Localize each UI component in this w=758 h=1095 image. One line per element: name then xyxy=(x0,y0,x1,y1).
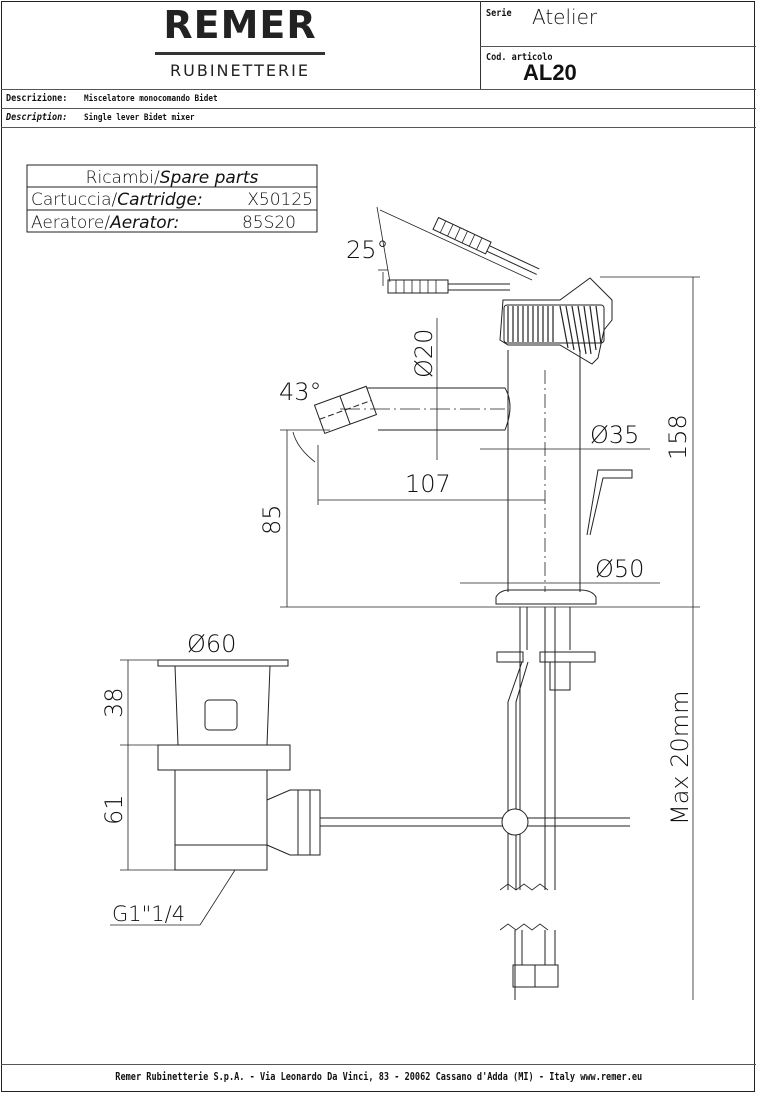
body-diameter-label: Ø35 xyxy=(590,421,639,449)
remer-logo: REMER RUBINETTERIE xyxy=(150,6,330,80)
spout-angle-label: 43° xyxy=(279,378,322,406)
description-it-row: Descrizione: Miscelatore monocomando Bide… xyxy=(6,93,241,104)
waste-drain xyxy=(157,659,321,871)
description-it-label: Descrizione: xyxy=(6,93,68,104)
description-it-value: Miscelatore monocomando Bidet xyxy=(84,94,218,104)
waste-top-label: 38 xyxy=(100,687,128,718)
logo-divider xyxy=(155,52,325,55)
code-value: AL20 xyxy=(523,60,577,85)
description-en-label: Description: xyxy=(6,112,68,123)
base-diameter-label: Ø50 xyxy=(595,555,644,583)
description-en-row: Description: Single lever Bidet mixer xyxy=(6,112,214,123)
waste-thread-label: G1"1/4 xyxy=(112,902,185,926)
header-row-divider xyxy=(480,46,756,47)
divider xyxy=(1,89,756,90)
spout-height-label: 85 xyxy=(258,504,286,535)
spout-reach-label: 107 xyxy=(405,470,451,498)
logo-subtitle: RUBINETTERIE xyxy=(170,61,310,80)
spare-parts-title-en: Spare parts xyxy=(160,168,259,188)
aerator-code: 85S20 xyxy=(242,213,296,233)
footer: Remer Rubinetterie S.p.A. - Via Leonardo… xyxy=(0,1070,758,1083)
footer-text: Remer Rubinetterie S.p.A. - Via Leonardo… xyxy=(115,1070,643,1083)
spare-parts-table: Ricambi/Spare parts Cartuccia/Cartridge:… xyxy=(26,164,318,233)
height-label: 158 xyxy=(664,414,692,460)
mixer-dimensions xyxy=(280,206,700,1000)
spout xyxy=(367,387,511,431)
serie-value: Atelier xyxy=(532,5,598,29)
base-flange xyxy=(495,589,597,605)
waste-diameter-label: Ø60 xyxy=(187,630,236,658)
cartridge-label-en: Cartridge: xyxy=(117,190,202,210)
code-label: Cod. articolo xyxy=(486,52,553,63)
description-en-value: Single lever Bidet mixer xyxy=(84,113,195,123)
header-divider xyxy=(480,1,481,90)
cartridge-code: X50125 xyxy=(247,190,313,210)
aerator-label-en: Aerator: xyxy=(109,213,179,233)
divider xyxy=(1,127,756,128)
lever-angle-label: 25° xyxy=(346,236,389,264)
svg-text:Ricambi/Spare parts: Ricambi/Spare parts xyxy=(86,168,259,188)
knurled-ring xyxy=(507,305,602,355)
mixer-body xyxy=(313,216,633,605)
popup-lever xyxy=(586,469,633,536)
spare-parts-title-it: Ricambi/ xyxy=(86,168,160,188)
divider xyxy=(1,108,756,109)
waste-dimensions xyxy=(110,659,288,926)
lever-raised xyxy=(432,216,540,275)
cartridge-label-it: Cartuccia/ xyxy=(31,190,118,210)
spout-nozzle xyxy=(313,385,378,434)
svg-text:Cartuccia/Cartridge:: Cartuccia/Cartridge: xyxy=(31,190,203,210)
aerator-label-it: Aeratore/ xyxy=(31,213,110,233)
fixing-assembly xyxy=(320,607,630,1000)
lever-horizontal xyxy=(387,279,449,294)
divider xyxy=(1,1064,756,1065)
svg-text:Aeratore/Aerator:: Aeratore/Aerator: xyxy=(31,213,179,233)
max-thickness-label: Max 20mm xyxy=(666,690,694,825)
waste-body-label: 61 xyxy=(100,794,128,825)
spout-diameter-label: Ø20 xyxy=(410,329,438,378)
logo-brand: REMER xyxy=(163,3,317,47)
serie-label: Serie xyxy=(486,8,512,19)
